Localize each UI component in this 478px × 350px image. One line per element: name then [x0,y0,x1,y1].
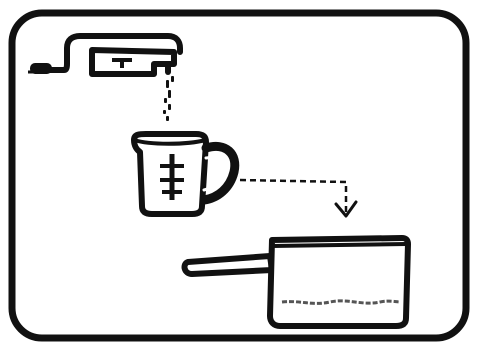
saucepan-icon [185,238,408,326]
faucet-icon [28,36,180,74]
water-drops-icon [163,76,174,121]
dashed-arrow-icon [240,180,356,216]
measuring-cup-icon [134,134,235,214]
